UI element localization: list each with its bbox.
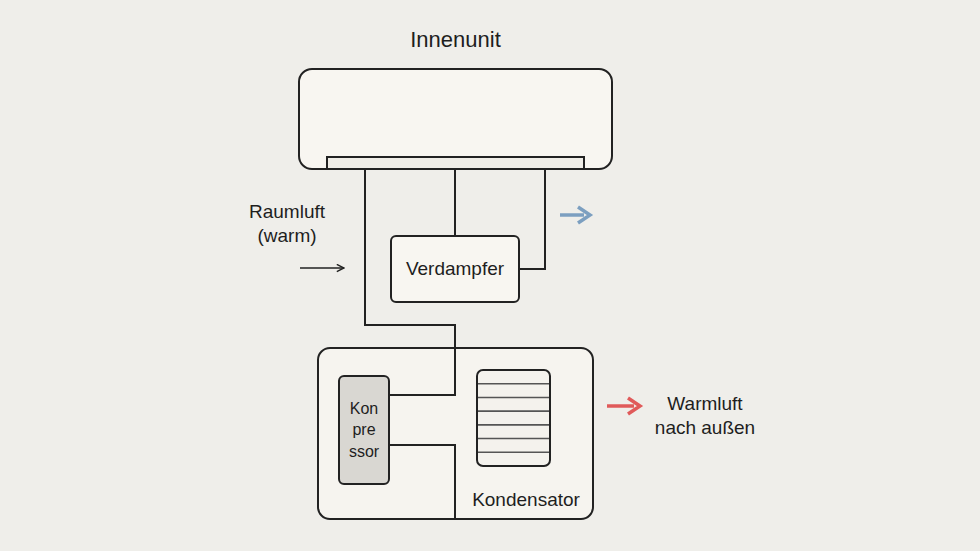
evaporator-box: Verdampfer	[390, 235, 520, 303]
condenser: Kondensator	[467, 368, 585, 514]
part-label: Kondensator	[467, 489, 585, 512]
compressor-box: Kon pre ssor	[338, 375, 390, 485]
condenser-grille	[476, 369, 552, 469]
part-label: Kon pre ssor	[345, 398, 383, 463]
indoor-unit: Innenunit	[298, 68, 613, 170]
refrigerant-line	[390, 445, 455, 519]
refrigerant-line	[520, 170, 545, 269]
air-label: Raumluft (warm)	[232, 200, 342, 248]
unit-heading: Innenunit	[300, 26, 611, 54]
air-in-arrow	[300, 267, 344, 269]
air-outlet	[326, 156, 585, 170]
refrigerant-line	[454, 170, 456, 235]
warm-air-arrow	[607, 398, 640, 414]
air-label: Warmluft nach außen	[645, 392, 765, 440]
cool-air-arrow	[560, 207, 590, 223]
part-label: Verdampfer	[406, 258, 504, 281]
